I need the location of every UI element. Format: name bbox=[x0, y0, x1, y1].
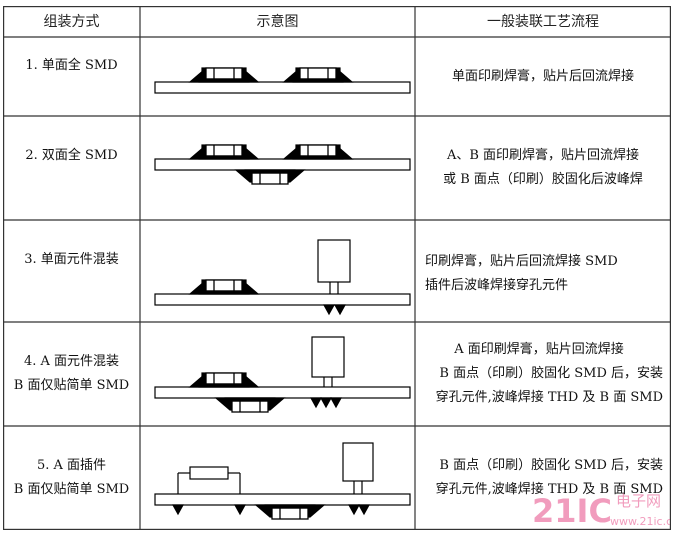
row2-process-line2: 或 B 面点（印刷）胶固化后波峰焊 bbox=[443, 172, 643, 187]
row1-method: 1. 单面全 SMD bbox=[3, 37, 140, 116]
row3-process-line2: 插件后波峰焊接穿孔元件 bbox=[425, 278, 569, 293]
row2-process-line1: A、B 面印刷焊膏，贴片回流焊接 bbox=[446, 148, 640, 163]
row4-process-line3: 穿孔元件,波峰焊接 THD 及 B 面 SMD bbox=[435, 390, 663, 405]
diagram-a-insert-b-smd bbox=[154, 442, 411, 520]
row1-process: 单面印刷焊膏，贴片后回流焊接 bbox=[415, 37, 671, 116]
row4-method-line1: 4. A 面元件混装 bbox=[23, 354, 120, 369]
row3-process-line1: 印刷焊膏，贴片后回流焊接 SMD bbox=[425, 254, 618, 269]
row1-process-line1: 单面印刷焊膏，贴片后回流焊接 bbox=[451, 68, 634, 84]
diagram-double-side-smd bbox=[154, 144, 411, 185]
row5-process-line2: 穿孔元件,波峰焊接 THD 及 B 面 SMD bbox=[435, 482, 663, 497]
diagram-column bbox=[154, 67, 411, 520]
diagram-single-side-smd bbox=[154, 67, 411, 94]
table-grid bbox=[3, 6, 671, 530]
row4-process: A 面印刷焊膏，贴片回流焊接 B 面点（印刷）胶固化 SMD 后，安装 穿孔元件… bbox=[415, 322, 671, 426]
row4-method: 4. A 面元件混装 B 面仅贴简单 SMD bbox=[3, 322, 140, 426]
assembly-table: 组装方式 示意图 一般装联工艺流程 1. 单面全 SMD 单面印刷焊膏，贴片后回… bbox=[3, 6, 671, 530]
row5-method-line2: B 面仅贴简单 SMD bbox=[13, 482, 130, 497]
row1-method-line1: 1. 单面全 SMD bbox=[25, 58, 118, 73]
watermark-main: 21IC bbox=[532, 492, 612, 530]
row2-method-line1: 2. 双面全 SMD bbox=[25, 148, 118, 163]
watermark-url: www.21ic.com bbox=[610, 515, 670, 528]
row3-process: 印刷焊膏，贴片后回流焊接 SMD 插件后波峰焊接穿孔元件 bbox=[415, 220, 671, 322]
diagram-single-side-mixed bbox=[154, 239, 411, 315]
row4-process-line1: A 面印刷焊膏，贴片回流焊接 bbox=[454, 342, 624, 357]
row5-process: B 面点（印刷）胶固化 SMD 后，安装 穿孔元件,波峰焊接 THD 及 B 面… bbox=[415, 426, 671, 530]
watermark-cn: 电子网 bbox=[616, 492, 661, 510]
header-process: 一般装联工艺流程 bbox=[487, 13, 599, 30]
row3-method-line1: 3. 单面元件混装 bbox=[24, 252, 119, 267]
header-diagram: 示意图 bbox=[256, 13, 299, 30]
row3-method: 3. 单面元件混装 bbox=[3, 220, 140, 322]
watermark-logo: 21IC 电子网 www.21ic.com bbox=[532, 492, 670, 530]
diagram-a-mixed-b-smd bbox=[154, 336, 411, 413]
header-method: 组装方式 bbox=[43, 13, 100, 30]
row5-method-line1: 5. A 面插件 bbox=[36, 458, 107, 473]
row2-process: A、B 面印刷焊膏，贴片回流焊接 或 B 面点（印刷）胶固化后波峰焊 bbox=[415, 116, 671, 220]
row2-method: 2. 双面全 SMD bbox=[3, 116, 140, 220]
row5-method: 5. A 面插件 B 面仅贴简单 SMD bbox=[3, 426, 140, 530]
row4-process-line2: B 面点（印刷）胶固化 SMD 后，安装 bbox=[439, 366, 663, 381]
row4-method-line2: B 面仅贴简单 SMD bbox=[13, 378, 130, 393]
row5-process-line1: B 面点（印刷）胶固化 SMD 后，安装 bbox=[439, 458, 663, 473]
